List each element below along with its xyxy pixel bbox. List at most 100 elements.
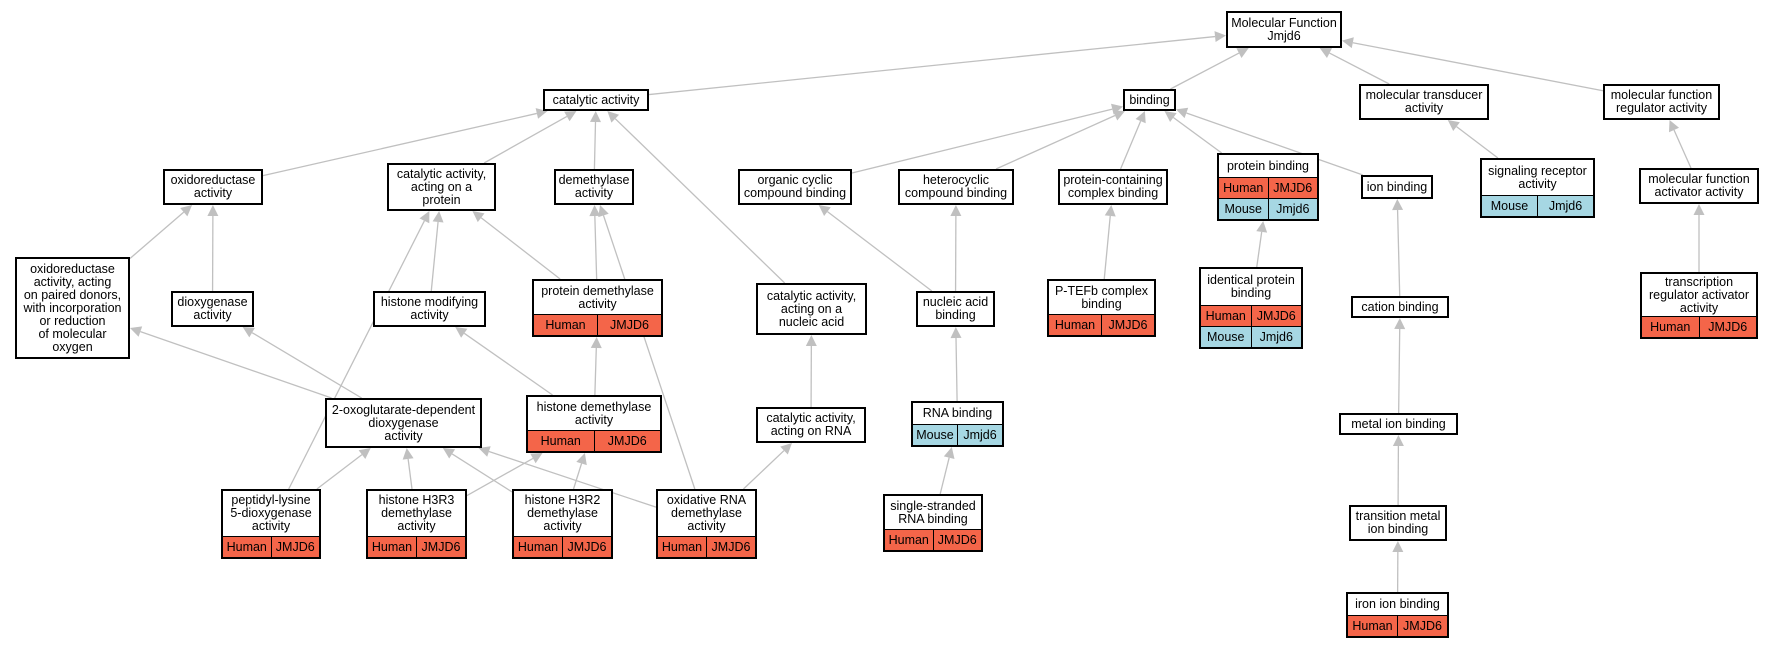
node-label: protein-containing complex binding xyxy=(1063,173,1163,200)
gene-tag: Jmjd6 xyxy=(957,425,1002,445)
node-hetcyc: heterocyclic compound binding xyxy=(898,169,1014,205)
node-ionbind: ion binding xyxy=(1361,175,1433,199)
node-mfreg: molecular function regulator activity xyxy=(1603,84,1720,120)
species-tag: Human xyxy=(368,537,416,557)
edge-arrowhead xyxy=(589,205,601,217)
gene-tag: JMJD6 xyxy=(1250,306,1301,326)
edge-arrowhead xyxy=(943,447,955,459)
edge-arrowhead xyxy=(818,205,831,217)
edge-arrowhead xyxy=(780,443,792,455)
edge-arrowhead xyxy=(130,326,143,337)
edge-hetcyc-to-bind xyxy=(995,114,1116,170)
edge-metal-to-cation xyxy=(1397,328,1401,414)
gene-tag: JMJD6 xyxy=(932,530,981,550)
node-label: molecular function activator activity xyxy=(1648,172,1750,199)
gene-tag: JMJD6 xyxy=(597,315,661,335)
edge-arrowhead xyxy=(402,448,414,460)
edge-arrowhead xyxy=(530,453,543,464)
edge-protbind-to-bind xyxy=(1172,116,1223,154)
node-label: Molecular Function Jmjd6 xyxy=(1231,15,1337,43)
node-label: catalytic activity, acting on RNA xyxy=(766,411,856,438)
node-protcx: protein-containing complex binding xyxy=(1058,169,1168,205)
edge-catnuc-to-cat xyxy=(614,118,786,284)
node-mfact: molecular function activator activity xyxy=(1639,168,1759,204)
edge-arrowhead xyxy=(472,211,485,223)
node-oxred: oxidoreductase activity xyxy=(163,169,263,205)
node-demeth: demethylase activity xyxy=(554,169,634,205)
edge-arrowhead xyxy=(1342,37,1354,49)
species-tag: Human xyxy=(1348,616,1397,636)
species-tag: Human xyxy=(1201,306,1251,326)
node-label: catalytic activity, acting on a protein xyxy=(396,166,487,207)
edge-arrowhead xyxy=(455,327,468,338)
node-nucbind: nucleic acid binding xyxy=(916,291,995,327)
edge-arrowhead xyxy=(1392,435,1404,447)
gene-tag: JMJD6 xyxy=(416,537,465,557)
node-label: identical protein binding xyxy=(1207,273,1295,300)
node-label: metal ion binding xyxy=(1351,416,1446,431)
node-label: transcription regulator activator activi… xyxy=(1648,274,1750,315)
edge-h3r2-to-histdem xyxy=(572,463,583,490)
species-tag: Human xyxy=(1219,178,1268,198)
node-label: transition metal ion binding xyxy=(1355,509,1441,536)
node-label: single-stranded RNA binding xyxy=(890,498,976,526)
edge-orgcyc-to-bind xyxy=(851,108,1113,174)
edge-protdem-to-catprot xyxy=(480,217,561,280)
gene-tag: JMJD6 xyxy=(1267,178,1317,198)
edge-mfact-to-mfreg xyxy=(1673,129,1692,169)
node-label: histone modifying activity xyxy=(380,295,479,322)
edge-arrowhead xyxy=(1176,107,1189,119)
edge-histdem-to-histmod xyxy=(463,332,553,396)
edge-arrowhead xyxy=(242,327,255,338)
edge-arrowhead xyxy=(358,448,371,460)
edge-arrowhead xyxy=(950,327,962,339)
edge-nucbind-to-orgcyc xyxy=(827,211,933,292)
node-label: ion binding xyxy=(1366,179,1428,194)
species-tag: Human xyxy=(1642,317,1699,337)
edge-arrowhead xyxy=(1392,199,1404,211)
node-catprot: catalytic activity, acting on a protein xyxy=(387,163,496,211)
node-label: demethylase activity xyxy=(558,173,630,200)
node-dioxy: dioxygenase activity xyxy=(171,291,254,327)
node-label: 2-oxoglutarate-dependent dioxygenase act… xyxy=(331,402,476,443)
gene-tag: JMJD6 xyxy=(1397,616,1447,636)
node-label: molecular function regulator activity xyxy=(1610,88,1713,115)
edge-peplys-to-oxoglu xyxy=(316,454,363,490)
edge-histdem-to-protdem xyxy=(594,347,597,396)
node-label: molecular transducer activity xyxy=(1365,88,1483,115)
node-trreg: transcription regulator activator activi… xyxy=(1640,272,1758,339)
edge-arrowhead xyxy=(950,205,962,217)
node-label: organic cyclic compound binding xyxy=(743,173,847,200)
edge-arrowhead xyxy=(598,205,609,218)
edge-arrowhead xyxy=(1135,111,1146,124)
species-tag: Human xyxy=(223,537,271,557)
gene-tag: JMJD6 xyxy=(1698,317,1756,337)
node-oxredpd: oxidoreductase activity, acting on paire… xyxy=(15,257,130,359)
node-label: binding xyxy=(1129,92,1170,107)
node-metal: metal ion binding xyxy=(1339,413,1458,435)
node-cation: cation binding xyxy=(1351,296,1449,318)
node-mf: Molecular Function Jmjd6 xyxy=(1226,11,1342,48)
species-tag: Human xyxy=(1049,315,1101,335)
node-label: heterocyclic compound binding xyxy=(904,173,1008,200)
edge-arrowhead xyxy=(442,448,456,459)
gene-tag: JMJD6 xyxy=(270,537,319,557)
node-mtrans: molecular transducer activity xyxy=(1359,84,1489,120)
edge-arrowhead xyxy=(1256,221,1268,233)
node-orgcyc: organic cyclic compound binding xyxy=(738,169,852,205)
edge-arrowhead xyxy=(1236,48,1249,58)
species-tag: Human xyxy=(534,315,597,335)
